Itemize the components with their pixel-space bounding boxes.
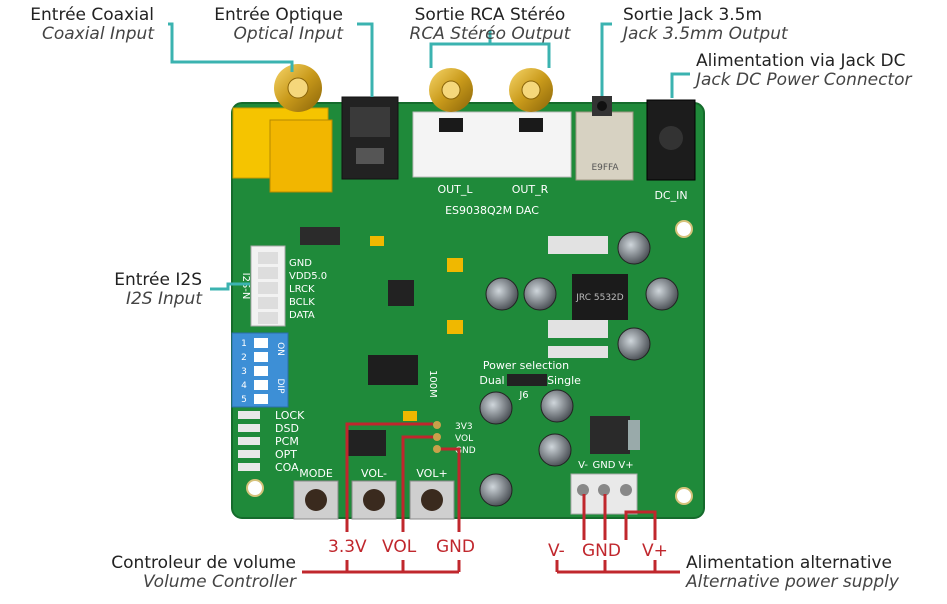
optical-connector (341, 96, 399, 180)
callout-volume-fr: Controleur de volume (111, 553, 296, 573)
callout-coaxial-fr: Entrée Coaxial (30, 5, 154, 25)
callout-coaxial-en: Coaxial Input (41, 24, 154, 44)
button-mode-label: MODE (299, 467, 333, 480)
callout-rca-en: RCA Stéréo Output (409, 24, 571, 44)
volume-pin-gnd: GND (436, 537, 475, 557)
power-pin-gnd: GND (582, 541, 621, 561)
led-lock: LOCK (275, 409, 305, 422)
i2s-pin-lrck: LRCK (289, 284, 315, 295)
power-single-label: Single (547, 374, 581, 387)
callout-i2s-fr: Entrée I2S (114, 270, 202, 290)
teal-leader-lines (168, 22, 690, 291)
callout-dc: Alimentation via Jack DC Jack DC Power C… (696, 52, 911, 90)
i2s-pin-data: DATA (289, 310, 315, 321)
led-pcm: PCM (275, 435, 299, 448)
mcu-chip (346, 430, 386, 456)
led-dsd: DSD (275, 422, 299, 435)
volume-pin-3v3: 3.3V (328, 537, 367, 557)
led-opt: OPT (275, 448, 297, 461)
callout-dc-fr: Alimentation via Jack DC (696, 51, 906, 71)
callout-altpower-en: Alternative power supply (686, 572, 899, 592)
inductor-marking: 100M (427, 370, 438, 398)
button-vol-minus-label: VOL- (361, 467, 387, 480)
dip-number-3: 3 (241, 367, 247, 377)
i2s-tag: I2S-N (240, 273, 251, 300)
callout-jack-en: Jack 3.5mm Output (623, 24, 788, 44)
power-pin-vplus: V+ (642, 541, 668, 561)
callout-jack-fr: Sortie Jack 3.5m (623, 5, 763, 25)
power-selection-label: Power selection (483, 359, 569, 372)
regulator (590, 416, 630, 454)
power-pin-vminus: V- (548, 541, 565, 561)
dc-jack (646, 99, 696, 181)
i2s-pin-gnd: GND (289, 258, 312, 269)
chip-name-label: ES9038Q2M DAC (445, 204, 539, 217)
callout-i2s: Entrée I2S I2S Input (114, 271, 202, 309)
j6-label: J6 (518, 390, 528, 401)
i2s-pin-vdd: VDD5.0 (289, 271, 327, 282)
power-dual-label: Dual (479, 374, 504, 387)
dip-on-label: ON (275, 342, 285, 356)
callout-rca: Sortie RCA Stéréo RCA Stéréo Output (390, 6, 590, 44)
dip-switch (231, 332, 289, 408)
callout-coaxial: Entrée Coaxial Coaxial Input (30, 6, 154, 44)
terminal-vplus-label: V+ (618, 460, 633, 471)
red-leader-lines (302, 422, 680, 574)
callout-i2s-en: I2S Input (125, 289, 202, 309)
callout-volume: Controleur de volume Volume Controller (111, 554, 296, 592)
vol-header-vol: VOL (455, 434, 473, 444)
out-l-label: OUT_L (437, 183, 473, 196)
callout-altpower: Alimentation alternative Alternative pow… (686, 554, 899, 592)
led-coa: COA (275, 461, 299, 474)
opamp-chip (572, 274, 628, 320)
callout-jack: Sortie Jack 3.5m Jack 3.5mm Output (623, 6, 788, 44)
callout-optical-en: Optical Input (233, 24, 343, 44)
callout-altpower-fr: Alimentation alternative (686, 553, 892, 573)
dip-dip-label: DIP (275, 378, 285, 394)
callout-volume-en: Volume Controller (143, 572, 296, 592)
vol-header-gnd: GND (455, 446, 476, 456)
jack-connector: E9FFA (575, 96, 634, 181)
pcb-buttons (293, 480, 455, 520)
opamp-marking: JRC 5532D (575, 293, 624, 303)
dc-in-label: DC_IN (654, 189, 687, 202)
vol-header-3v3: 3V3 (455, 422, 473, 432)
rca-connectors (412, 68, 572, 178)
dac-chip (388, 280, 414, 306)
callout-optical-fr: Entrée Optique (214, 5, 343, 25)
volume-pin-vol: VOL (382, 537, 417, 557)
i2s-header (250, 245, 286, 327)
callout-dc-en: Jack DC Power Connector (696, 70, 912, 90)
status-leds (238, 411, 260, 471)
dip-number-2: 2 (241, 353, 247, 363)
callout-rca-fr: Sortie RCA Stéréo (414, 5, 566, 25)
power-jumper (507, 374, 547, 386)
i2s-pin-bclk: BCLK (289, 297, 315, 308)
coaxial-connector (232, 64, 333, 193)
terminal-vminus-label: V- (578, 460, 588, 471)
jack-marking: E9FFA (591, 163, 619, 173)
dip-number-4: 4 (241, 381, 247, 391)
button-vol-plus-label: VOL+ (416, 467, 447, 480)
dip-number-5: 5 (241, 395, 247, 405)
out-r-label: OUT_R (512, 183, 549, 196)
terminal-gnd-label: GND (593, 460, 616, 471)
inductor-chip (368, 355, 418, 385)
dip-number-1: 1 (241, 339, 247, 349)
callout-optical: Entrée Optique Optical Input (214, 6, 343, 44)
